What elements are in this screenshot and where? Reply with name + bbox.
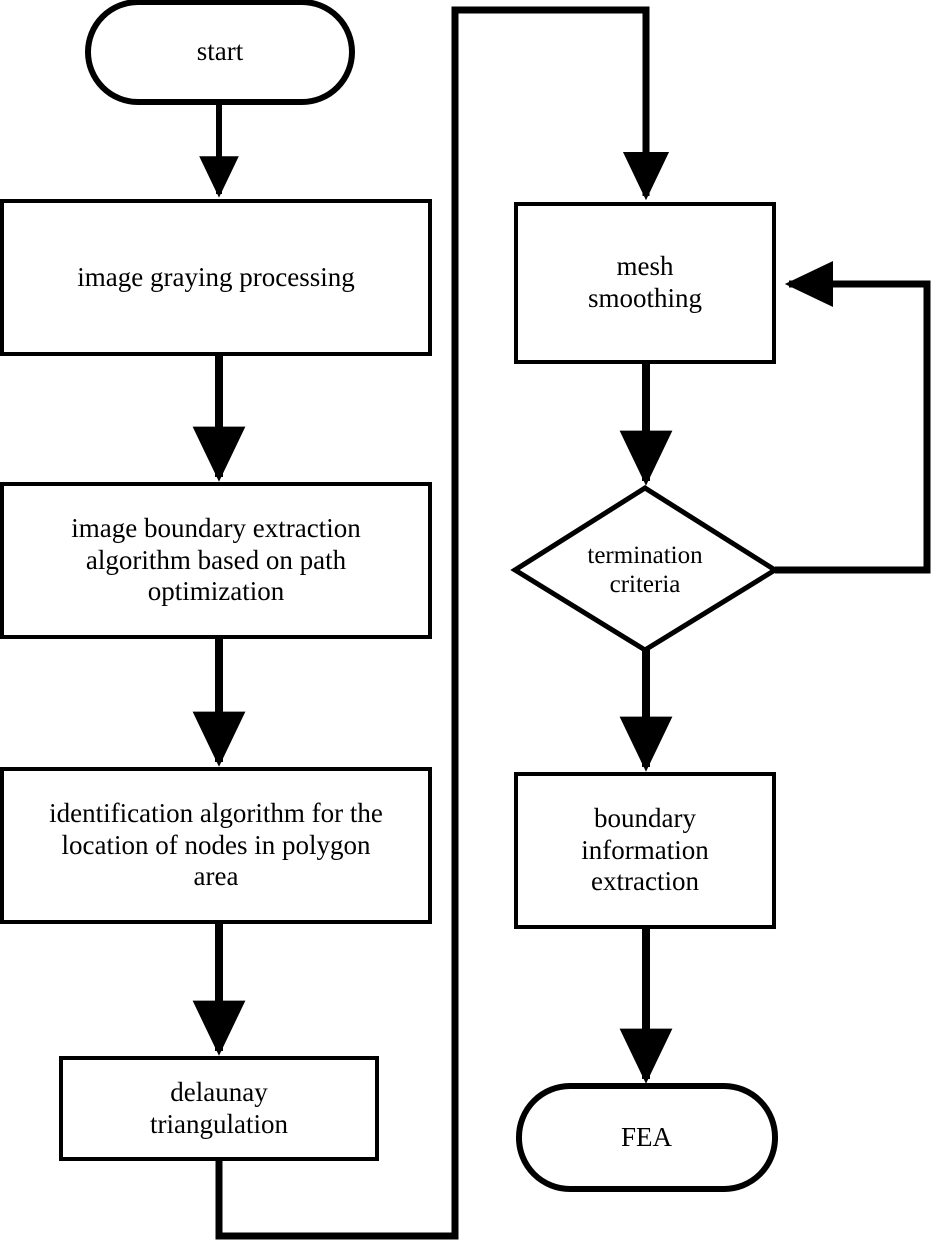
node-shape-termination[interactable]: [510, 485, 780, 653]
node-shape-boundary-info[interactable]: [514, 772, 776, 929]
node-shape-boundary-extraction[interactable]: [0, 482, 432, 639]
node-shape-node-identification[interactable]: [0, 767, 432, 924]
node-shape-fea[interactable]: [516, 1083, 778, 1192]
node-shape-mesh-smoothing[interactable]: [514, 202, 776, 364]
node-shape-image-graying[interactable]: [0, 199, 432, 356]
edge-termination-to-mesh-smoothing-loop: [775, 260, 931, 574]
node-shape-start[interactable]: [85, 0, 355, 105]
edge-delaunay-to-mesh-smoothing: [215, 6, 670, 1240]
node-shape-delaunay[interactable]: [59, 1056, 379, 1161]
